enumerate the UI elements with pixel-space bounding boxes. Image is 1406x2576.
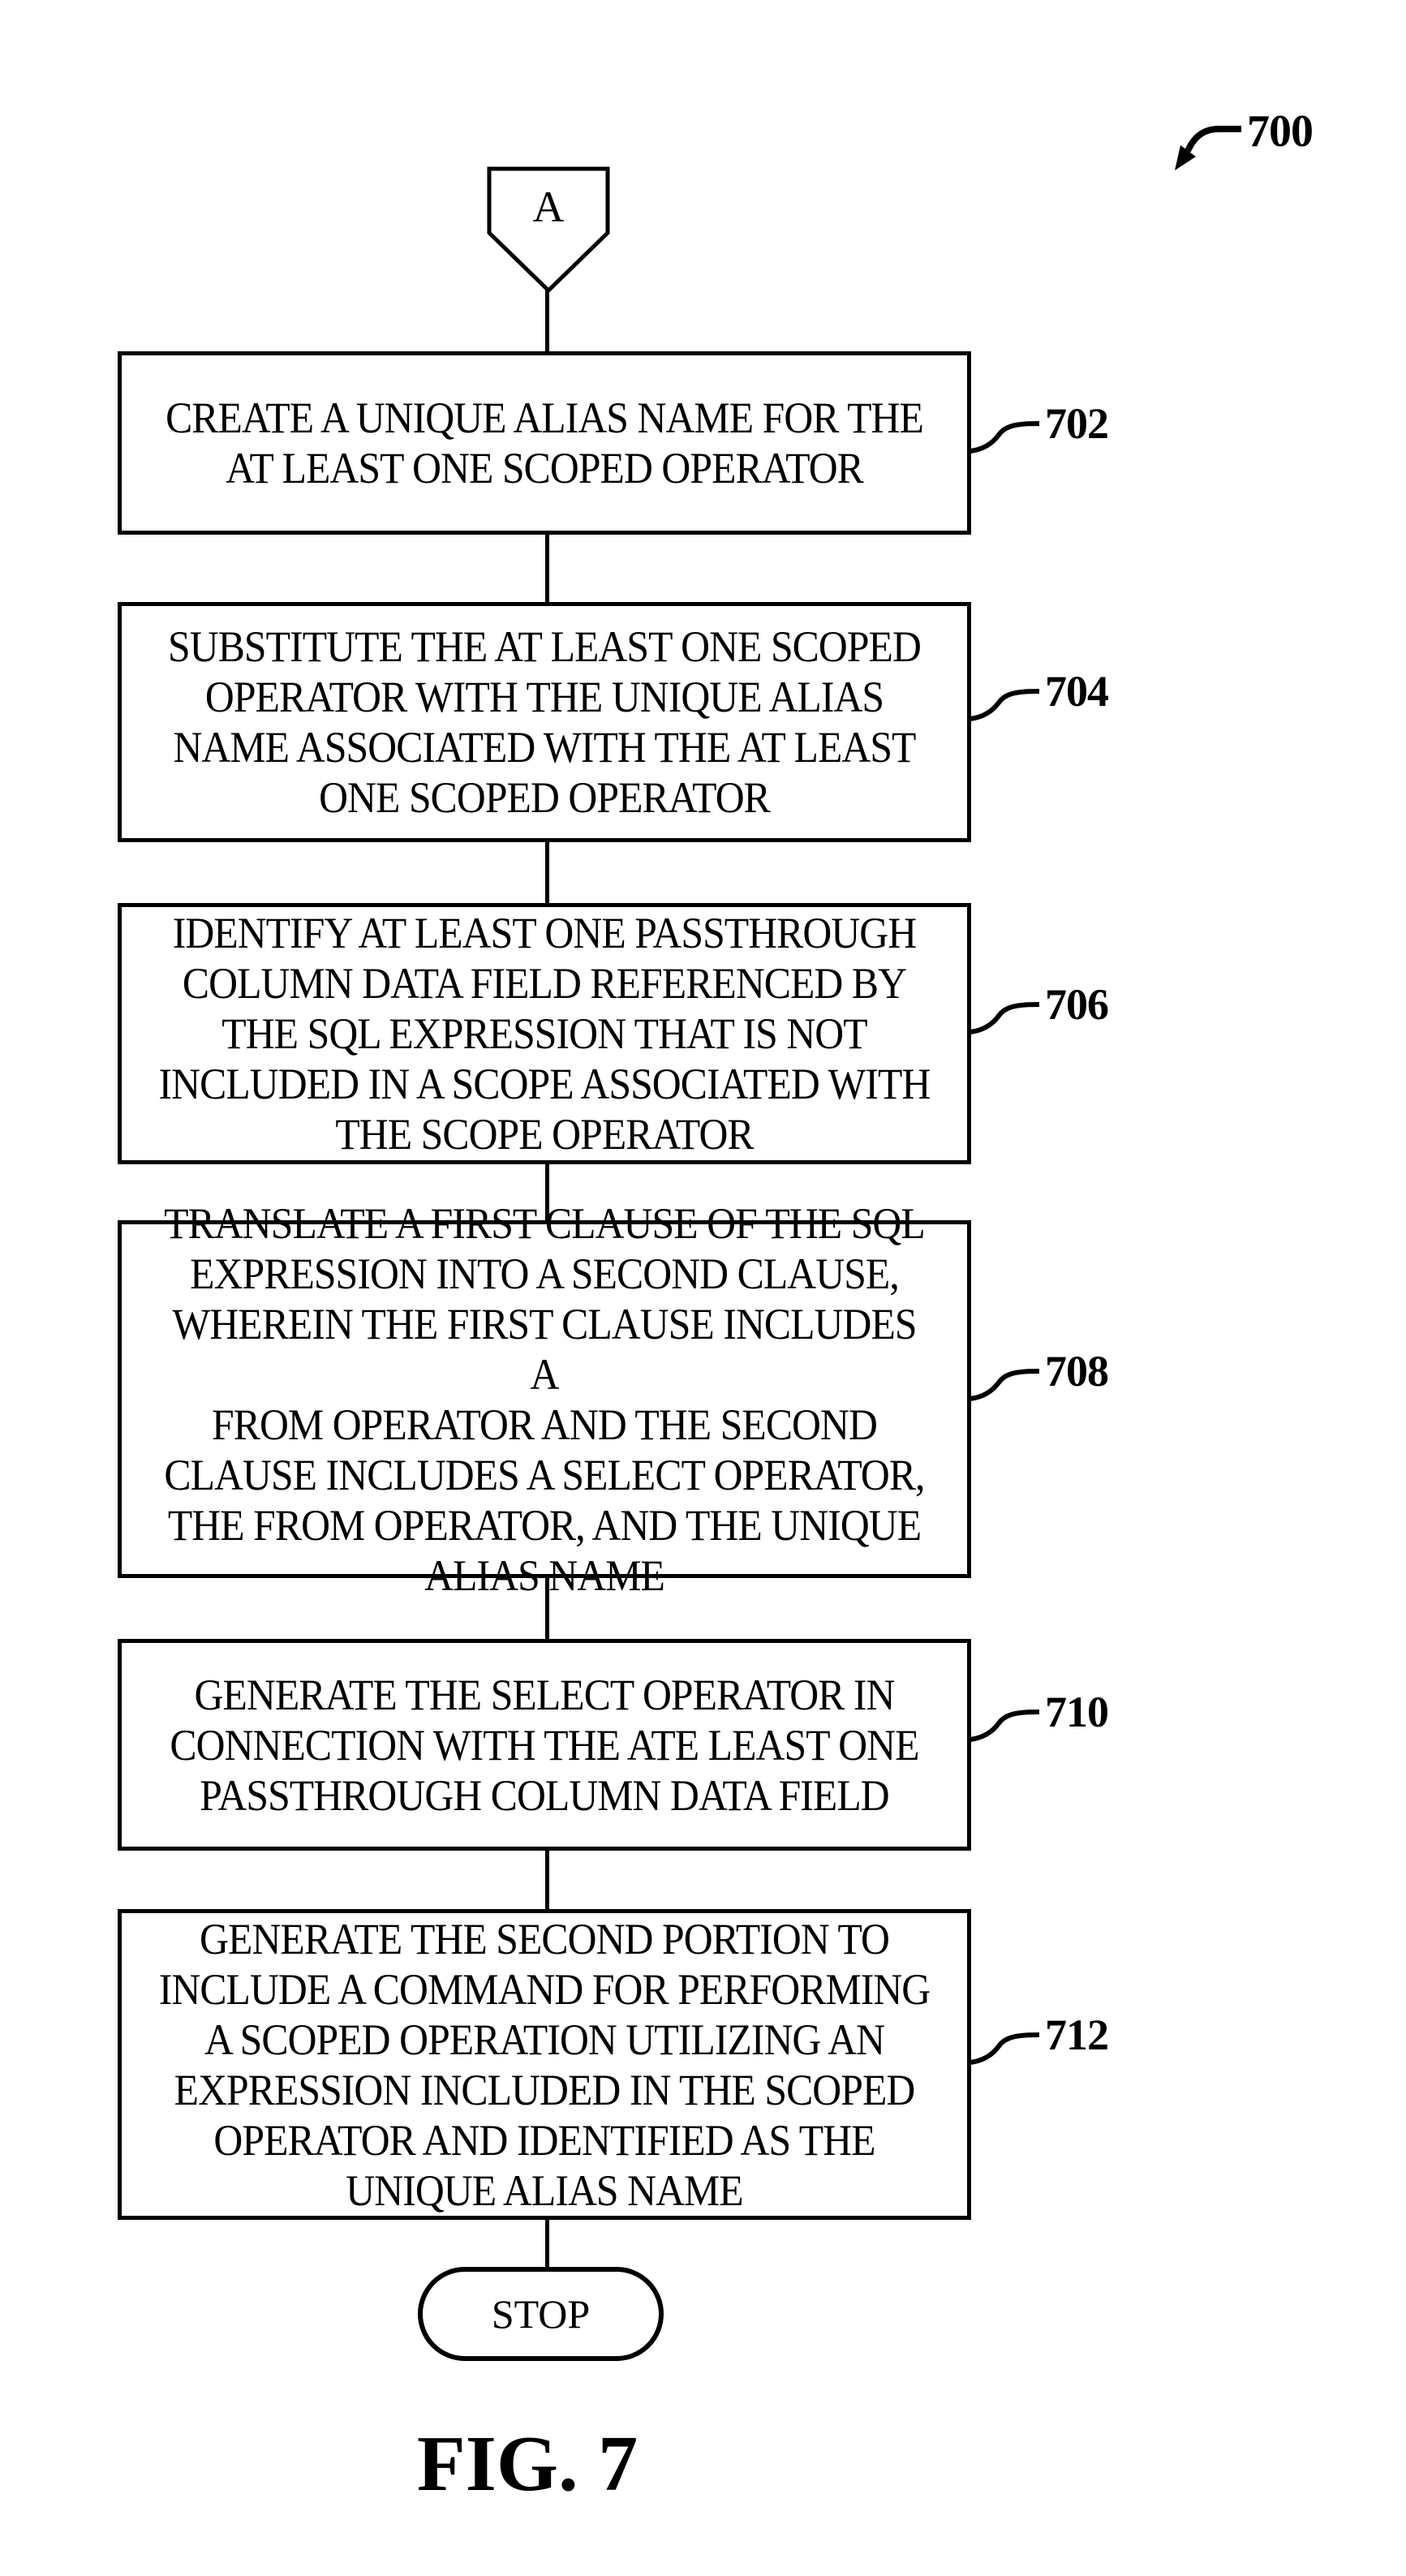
ref-leader-712: [970, 2032, 1040, 2065]
process-box-702: CREATE A UNIQUE ALIAS NAME FOR THE AT LE…: [118, 351, 971, 535]
figure-reference-number: 700: [1247, 106, 1314, 157]
connector-line: [545, 1851, 549, 1909]
process-box-702-text: CREATE A UNIQUE ALIAS NAME FOR THE AT LE…: [166, 393, 924, 492]
connector-line: [545, 533, 549, 602]
terminator-stop-label: STOP: [491, 2291, 591, 2337]
offpage-connector-shape: [487, 166, 610, 293]
curved-arrow-icon: [1175, 126, 1241, 170]
process-box-704: SUBSTITUTE THE AT LEAST ONE SCOPED OPERA…: [118, 602, 971, 842]
ref-leader-702: [970, 421, 1040, 454]
process-box-712: GENERATE THE SECOND PORTION TO INCLUDE A…: [118, 1909, 971, 2220]
process-box-708-text: TRANSLATE A FIRST CLAUSE OF THE SQL EXPR…: [164, 1198, 926, 1600]
connector-line: [545, 1578, 549, 1639]
connector-line: [545, 842, 549, 903]
offpage-connector-label: A: [532, 183, 565, 231]
figure-caption: FIG. 7: [416, 2420, 639, 2508]
process-box-712-text: GENERATE THE SECOND PORTION TO INCLUDE A…: [158, 1914, 931, 2215]
process-box-706-text: IDENTIFY AT LEAST ONE PASSTHROUGH COLUMN…: [158, 909, 931, 1159]
process-box-704-text: SUBSTITUTE THE AT LEAST ONE SCOPED OPERA…: [168, 622, 922, 822]
ref-leader-708: [970, 1369, 1040, 1401]
ref-leader-706: [970, 1002, 1040, 1034]
connector-line: [545, 289, 549, 353]
ref-label-708: 708: [1045, 1347, 1109, 1396]
process-box-708: TRANSLATE A FIRST CLAUSE OF THE SQL EXPR…: [118, 1199, 971, 1600]
ref-leader-710: [970, 1709, 1040, 1742]
ref-label-702: 702: [1045, 399, 1109, 448]
ref-leader-704: [970, 689, 1040, 721]
process-box-706: IDENTIFY AT LEAST ONE PASSTHROUGH COLUMN…: [118, 903, 971, 1164]
connector-line: [545, 1164, 549, 1220]
ref-label-710: 710: [1045, 1688, 1109, 1736]
ref-label-706: 706: [1045, 980, 1109, 1029]
process-box-710: GENERATE THE SELECT OPERATOR IN CONNECTI…: [118, 1639, 971, 1851]
connector-line: [545, 2220, 549, 2269]
terminator-stop: STOP: [418, 2267, 664, 2361]
ref-label-704: 704: [1045, 667, 1109, 716]
ref-label-712: 712: [1045, 2010, 1109, 2059]
process-box-710-text: GENERATE THE SELECT OPERATOR IN CONNECTI…: [170, 1670, 919, 1820]
